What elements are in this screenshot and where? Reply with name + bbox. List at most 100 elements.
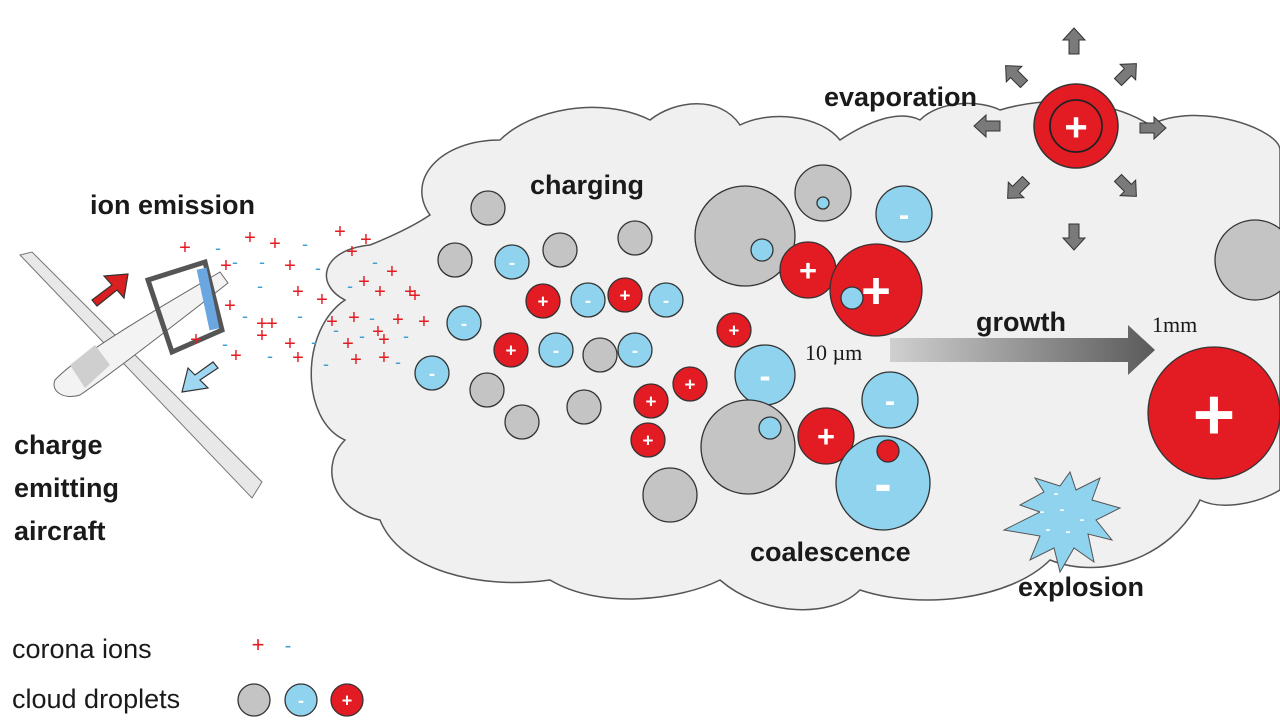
positive-droplet (633, 383, 669, 419)
neutral-droplet (700, 399, 796, 495)
minus-sign: - (632, 340, 638, 361)
negative-droplet (570, 282, 606, 318)
corona-ion-positive: + (360, 229, 372, 251)
explosion-fragment-minus: - (1066, 523, 1071, 539)
corona-ion-positive: + (292, 347, 304, 369)
corona-ion-negative: - (242, 306, 248, 326)
minus-sign: - (509, 252, 515, 273)
neutral-droplet (542, 232, 578, 268)
negative-droplet (861, 371, 919, 429)
positive-droplet (630, 422, 666, 458)
corona-ion-positive: + (392, 309, 404, 331)
plus-sign: + (685, 374, 696, 395)
corona-ion-positive: + (256, 313, 268, 335)
positive-droplet (525, 283, 561, 319)
corona-ion-positive: + (346, 241, 358, 263)
corona-ion-positive: + (348, 307, 360, 329)
neutral-droplet (437, 242, 473, 278)
size-small-label: 10 µm (805, 340, 863, 365)
aircraft-label-line1: charge (14, 430, 103, 460)
legend-ion-negative: - (285, 635, 292, 657)
negative-droplet (835, 435, 931, 531)
corona-ion-positive: + (418, 311, 430, 333)
corona-ion-negative: - (347, 276, 353, 296)
size-large-label: 1mm (1152, 312, 1198, 337)
neutral-droplet (617, 220, 653, 256)
charging-label: charging (530, 170, 645, 200)
neutral-droplet (582, 337, 618, 373)
negative-droplet (648, 282, 684, 318)
positive-droplet (829, 243, 923, 337)
corona-ion-positive: + (386, 261, 398, 283)
negative-droplet (446, 305, 482, 341)
corona-ion-positive: + (358, 271, 370, 293)
negative-droplet (758, 416, 782, 440)
positive-droplet (876, 439, 900, 463)
corona-ion-positive: + (316, 289, 328, 311)
aircraft-tail-frame (144, 258, 225, 356)
legend-neutral-droplet (237, 683, 271, 717)
corona-ion-negative: - (302, 234, 308, 254)
corona-ion-negative: - (369, 308, 375, 328)
corona-ion-positive: + (404, 281, 416, 303)
corona-ion-positive: + (372, 321, 384, 343)
legend-negative-droplet (284, 683, 318, 717)
legend-cloud-droplets-label: cloud droplets (12, 684, 181, 714)
plus-sign: + (861, 262, 891, 319)
negative-droplet (840, 286, 864, 310)
plus-sign: + (1064, 105, 1087, 149)
corona-ion-negative: - (395, 352, 401, 372)
minus-sign: - (585, 290, 591, 311)
minus-sign: - (885, 383, 895, 418)
ion-emission-arrow (91, 273, 129, 307)
corona-ion-positive: + (334, 221, 346, 243)
positive-droplet (607, 277, 643, 313)
plus-sign: + (729, 320, 740, 341)
corona-ion-positive: + (284, 333, 296, 355)
growth-label: growth (976, 307, 1066, 337)
negative-droplet (414, 355, 450, 391)
evaporation-label: evaporation (824, 82, 978, 112)
corona-ion-positive: + (266, 313, 278, 335)
corona-ion-positive: + (292, 281, 304, 303)
corona-ion-negative: - (403, 326, 409, 346)
corona-ion-positive: + (284, 255, 296, 277)
corona-ion-positive: + (244, 227, 256, 249)
corona-ion-positive: + (269, 233, 281, 255)
corona-ion-negative: - (372, 252, 378, 272)
corona-ion-negative: - (315, 258, 321, 278)
corona-ion-positive: + (409, 285, 421, 307)
minus-sign: - (663, 290, 669, 311)
plus-sign: + (342, 690, 353, 710)
explosion-fragment-minus: - (1054, 485, 1059, 501)
neutral-droplet (470, 190, 506, 226)
coalescence-label: coalescence (750, 537, 911, 567)
corona-ion-positive: + (378, 329, 390, 351)
positive-droplet (716, 312, 752, 348)
legend-corona-ions-label: corona ions (12, 634, 152, 664)
neutral-droplet (642, 467, 698, 523)
explosion-fragment-minus: - (1060, 501, 1065, 517)
explosion-fragment-minus: - (1080, 511, 1085, 527)
corona-ion-negative: - (359, 326, 365, 346)
corona-ion-negative: - (259, 252, 265, 272)
corona-ion-negative: - (222, 334, 228, 354)
plus-sign: + (620, 285, 631, 306)
ion-emission-label: ion emission (90, 190, 256, 220)
corona-ion-positive: + (374, 281, 386, 303)
corona-ion-negative: - (297, 306, 303, 326)
legend-positive-droplet (330, 683, 364, 717)
ion-layer: +-++-++-+-+-+-+-++-++-++-++-+++-++-+-+-+… (179, 221, 430, 657)
neutral-droplet (694, 185, 796, 287)
minus-sign: - (461, 313, 467, 334)
negative-droplet (875, 185, 933, 243)
positive-droplet (672, 366, 708, 402)
plus-sign: + (817, 419, 835, 454)
positive-droplet (797, 407, 855, 465)
growth-arrow (890, 325, 1155, 375)
intake-arrow (181, 361, 219, 393)
aircraft (19, 251, 263, 499)
corona-ion-negative: - (323, 354, 329, 374)
corona-ion-negative: - (333, 320, 339, 340)
aircraft-nose (70, 345, 110, 388)
